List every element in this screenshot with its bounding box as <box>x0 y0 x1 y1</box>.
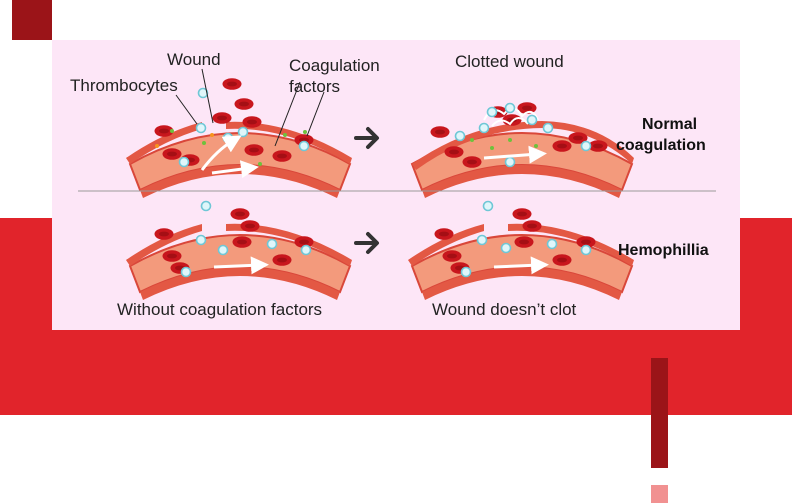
coagulation-factors-top-left <box>170 129 307 166</box>
flow-arrow-short <box>211 160 259 179</box>
label-coagulation-factors-2: factors <box>289 77 340 96</box>
right-arrow-icon <box>354 232 379 254</box>
label-coagulation-factors-1: Coagulation <box>289 56 380 75</box>
label-normal-1: Normal <box>642 116 697 133</box>
decor-bar-light <box>651 485 668 503</box>
flow-arrow-top-right <box>483 145 547 164</box>
label-wound: Wound <box>167 50 221 69</box>
right-arrow-icon <box>354 127 379 149</box>
label-hemophilia: Hemophillia <box>618 242 709 259</box>
label-clotted-wound: Clotted wound <box>455 52 564 71</box>
decor-square-top <box>12 0 52 40</box>
decor-bar-dark <box>651 358 668 468</box>
flow-arrow-bottom-right <box>493 256 549 275</box>
label-normal-2: coagulation <box>616 137 706 154</box>
clot <box>478 102 539 134</box>
label-without-factors: Without coagulation factors <box>117 300 322 319</box>
coagulation-diagram: Wound Thrombocytes Coagulation factors C… <box>70 50 716 319</box>
coagulation-diagram-panel: Wound Thrombocytes Coagulation factors C… <box>52 40 740 330</box>
factors-orange-top-left <box>155 133 214 148</box>
vessel-no-clot <box>408 223 634 300</box>
vessel-clotted <box>410 121 634 198</box>
flow-arrow-turn <box>200 135 242 171</box>
label-no-clot: Wound doesn’t clot <box>432 300 577 319</box>
pointer-lines <box>175 68 325 147</box>
flow-arrow-bottom-left <box>213 256 269 275</box>
label-thrombocytes: Thrombocytes <box>70 76 178 95</box>
